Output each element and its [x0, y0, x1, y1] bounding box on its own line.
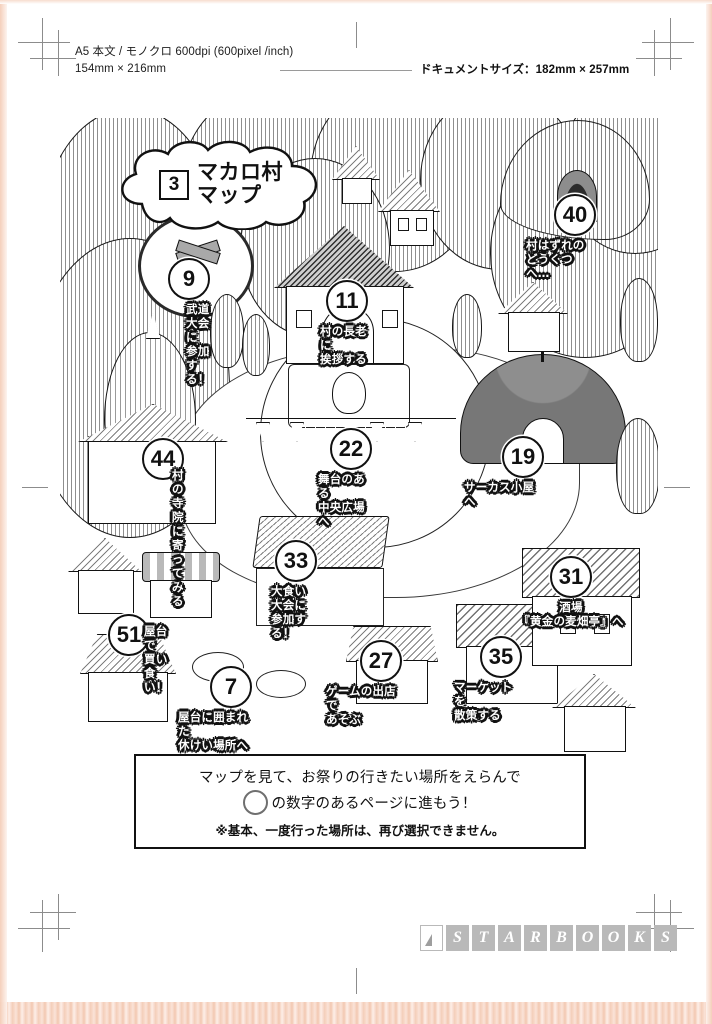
marker-label: マーケットを 散策する — [454, 680, 513, 722]
instruction-box: マップを見て、お祭りの行きたい場所をえらんで の数字のあるページに進もう！ ※基… — [134, 754, 586, 849]
house-window — [382, 310, 398, 328]
map-title-cloud: 3 マカロ村 マップ — [112, 138, 330, 230]
map-marker-27[interactable]: 27 ゲームの出店で あそぶ — [326, 640, 402, 726]
temple-spire — [146, 312, 160, 338]
house-body — [78, 570, 134, 614]
marker-number: 27 — [360, 640, 402, 682]
marker-label: 舞台のある 中央広場へ — [318, 472, 365, 528]
marker-label: 屋台で 買い食い！ — [144, 624, 168, 694]
map-marker-33[interactable]: 33 大食い大会に 参加する！ — [271, 540, 317, 640]
marker-number: 51 — [108, 614, 150, 656]
stall-body — [150, 580, 212, 618]
logo-letter: S — [654, 925, 677, 951]
marker-label: 村の長老に 挨拶する — [320, 324, 367, 366]
map-marker-35[interactable]: 35 マーケットを 散策する — [454, 636, 522, 722]
marker-number: 11 — [326, 280, 368, 322]
tree — [616, 418, 658, 514]
house-roof — [552, 674, 636, 708]
logo-letter: B — [550, 925, 573, 951]
house-window — [416, 218, 427, 231]
tavern-body — [532, 596, 632, 666]
tavern-window — [594, 614, 610, 634]
paper-edge-top — [0, 0, 712, 4]
marker-number: 22 — [330, 428, 372, 470]
number-circle-icon — [243, 790, 269, 815]
tree — [452, 294, 482, 358]
marker-label: サーカス小屋へ — [464, 480, 535, 508]
house-body — [390, 210, 434, 246]
chapter-number-box: 3 — [159, 170, 189, 200]
contest-table — [256, 568, 384, 626]
logo-letter: A — [498, 925, 521, 951]
stall-table — [256, 670, 306, 698]
tree — [242, 314, 270, 376]
instruction-line-1: マップを見て、お祭りの行きたい場所をえらんで — [199, 770, 521, 786]
marker-label: 村はずれの どうくつへ… — [526, 238, 585, 280]
marker-number: 44 — [142, 438, 184, 480]
temple-body — [88, 436, 216, 524]
map-marker-31[interactable]: 31 酒場 『黄金の麦畑亭』へ — [518, 556, 623, 628]
logo-letter: O — [576, 925, 599, 951]
paper-edge-bottom — [0, 1002, 712, 1024]
map-marker-19[interactable]: 19 サーカス小屋へ — [464, 436, 544, 508]
map-marker-51[interactable]: 51 屋台で 買い食い！ — [108, 614, 167, 694]
map-title-text: マカロ村 マップ — [197, 160, 283, 207]
instruction-line-2: の数字のあるページに進もう！ — [271, 796, 477, 812]
marker-number: 31 — [550, 556, 592, 598]
header-rule — [280, 70, 412, 71]
map-marker-40[interactable]: 40 村はずれの どうくつへ… — [526, 194, 596, 280]
marker-label: 武道大会に 参加する！ — [186, 302, 210, 386]
logo-letter: T — [472, 925, 495, 951]
house-roof — [68, 538, 142, 572]
document-spec-left: A5 本文 / モノクロ 600dpi (600pixel /inch) 154… — [75, 46, 294, 75]
marker-label: 村の寺院に 寄ってみる — [172, 468, 184, 608]
logo-letter: K — [628, 925, 651, 951]
document-size-label: ドキュメントサイズ：182mm × 257mm — [420, 64, 630, 76]
marker-label: ゲームの出店で あそぶ — [326, 684, 396, 726]
tavern-window — [560, 614, 576, 634]
village-map-illustration: 3 マカロ村 マップ 9 武道大会に 参加する！ 11 村の長老に 挨拶する 4… — [60, 118, 658, 778]
paper-edge-left — [0, 0, 7, 1024]
starbooks-logo: S T A R B O O K S — [420, 925, 677, 951]
instruction-line-2-row: の数字のあるページに進もう！ — [243, 790, 476, 815]
map-marker-22[interactable]: 22 舞台のある 中央広場へ — [318, 428, 372, 528]
logo-letter: O — [602, 925, 625, 951]
logo-letter: R — [524, 925, 547, 951]
marker-number: 40 — [554, 194, 596, 236]
map-marker-9[interactable]: 9 武道大会に 参加する！ — [168, 258, 210, 386]
map-marker-11[interactable]: 11 村の長老に 挨拶する — [320, 280, 368, 366]
instruction-note: ※基本、一度行った場所は、再び選択できません。 — [215, 823, 505, 838]
marker-number: 33 — [275, 540, 317, 582]
marker-label: 大食い大会に 参加する！ — [271, 584, 307, 640]
house-body — [508, 312, 560, 352]
house-window — [398, 218, 409, 231]
paper-edge-right — [706, 0, 712, 1024]
logo-letter: S — [446, 925, 469, 951]
tavern-roof — [522, 548, 640, 598]
marker-label: 屋台に囲まれた 休けい場所へ — [178, 710, 249, 752]
map-marker-7[interactable]: 7 屋台に囲まれた 休けい場所へ — [178, 666, 252, 752]
marker-number: 35 — [480, 636, 522, 678]
marker-number: 19 — [502, 436, 544, 478]
house-body — [564, 706, 626, 752]
house-body — [88, 672, 168, 722]
house-body — [342, 178, 372, 204]
marker-number: 7 — [210, 666, 252, 708]
stage-mascot-icon — [332, 372, 366, 414]
tree — [210, 294, 244, 368]
starbooks-mark-icon — [420, 925, 443, 951]
stall-striped-awning — [142, 552, 220, 582]
map-marker-44[interactable]: 44 村の寺院に 寄ってみる — [142, 438, 184, 608]
marker-number: 9 — [168, 258, 210, 300]
tree — [620, 278, 658, 362]
house-window — [296, 310, 312, 328]
marker-label: 酒場 『黄金の麦畑亭』へ — [518, 600, 624, 628]
